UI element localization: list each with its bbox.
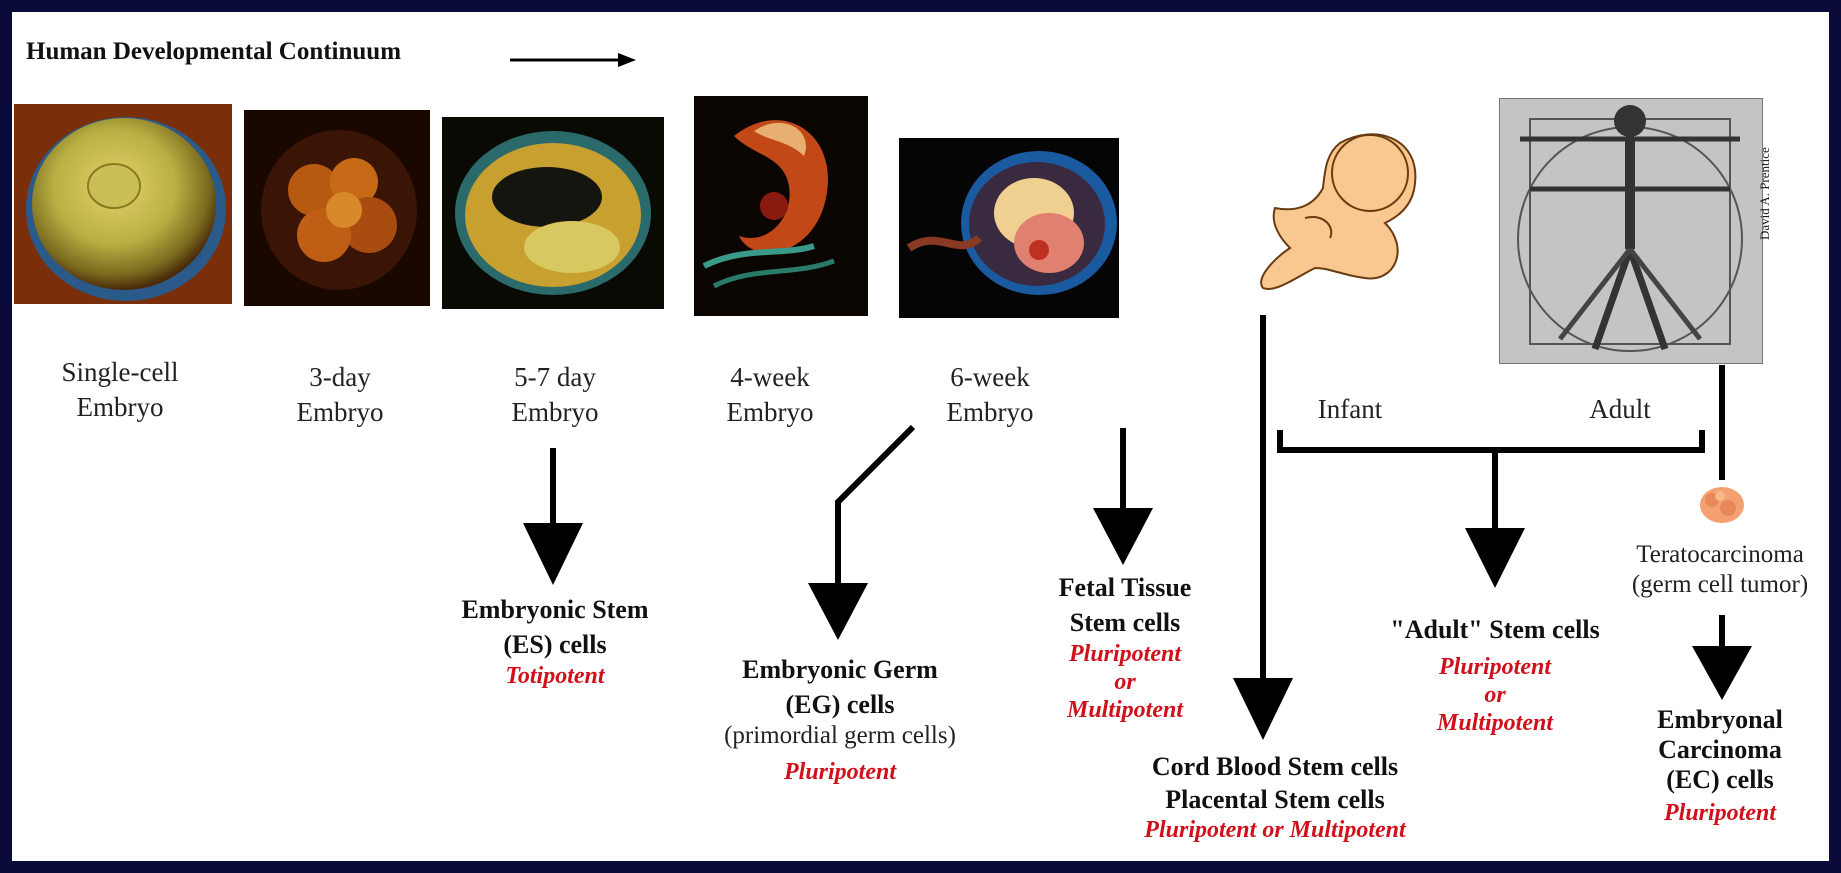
fetal-potency3: Multipotent [1020, 696, 1230, 724]
ec-cells-block: Embryonal Carcinoma (EC) cells Pluripote… [1620, 705, 1820, 827]
eg-potency: Pluripotent [680, 758, 1000, 786]
teratocarcinoma-line1: Teratocarcinoma [1600, 540, 1840, 570]
fetal-line1: Fetal Tissue [1020, 570, 1230, 605]
fetal-potency2: or [1020, 668, 1230, 696]
cord-line2: Placental Stem cells [1075, 783, 1475, 816]
fetal-line2: Stem cells [1020, 605, 1230, 640]
fetal-potency1: Pluripotent [1020, 640, 1230, 668]
teratocarcinoma-label: Teratocarcinoma (germ cell tumor) [1600, 540, 1840, 600]
ec-line3: (EC) cells [1620, 765, 1820, 795]
teratocarcinoma-line2: (germ cell tumor) [1600, 570, 1840, 600]
eg-cells-block: Embryonic Germ (EG) cells (primordial ge… [680, 652, 1000, 786]
adult-line1: "Adult" Stem cells [1330, 612, 1660, 647]
eg-line2: (EG) cells [680, 687, 1000, 722]
cord-potency: Pluripotent or Multipotent [1075, 816, 1475, 844]
ec-line1: Embryonal [1620, 705, 1820, 735]
adult-potency1: Pluripotent [1330, 653, 1660, 681]
eg-line1: Embryonic Germ [680, 652, 1000, 687]
tumor-icon [1694, 482, 1750, 528]
adult-potency3: Multipotent [1330, 709, 1660, 737]
adult-cells-block: "Adult" Stem cells Pluripotent or Multip… [1330, 612, 1660, 737]
es-potency: Totipotent [410, 662, 700, 690]
es-line2: (ES) cells [410, 627, 700, 662]
adult-potency2: or [1330, 681, 1660, 709]
ec-potency: Pluripotent [1620, 799, 1820, 827]
cord-line1: Cord Blood Stem cells [1075, 750, 1475, 783]
es-cells-block: Embryonic Stem (ES) cells Totipotent [410, 592, 700, 690]
cord-blood-cells-block: Cord Blood Stem cells Placental Stem cel… [1075, 750, 1475, 844]
es-line1: Embryonic Stem [410, 592, 700, 627]
eg-sub: (primordial germ cells) [680, 722, 1000, 750]
ec-line2: Carcinoma [1620, 735, 1820, 765]
fetal-cells-block: Fetal Tissue Stem cells Pluripotent or M… [1020, 570, 1230, 724]
